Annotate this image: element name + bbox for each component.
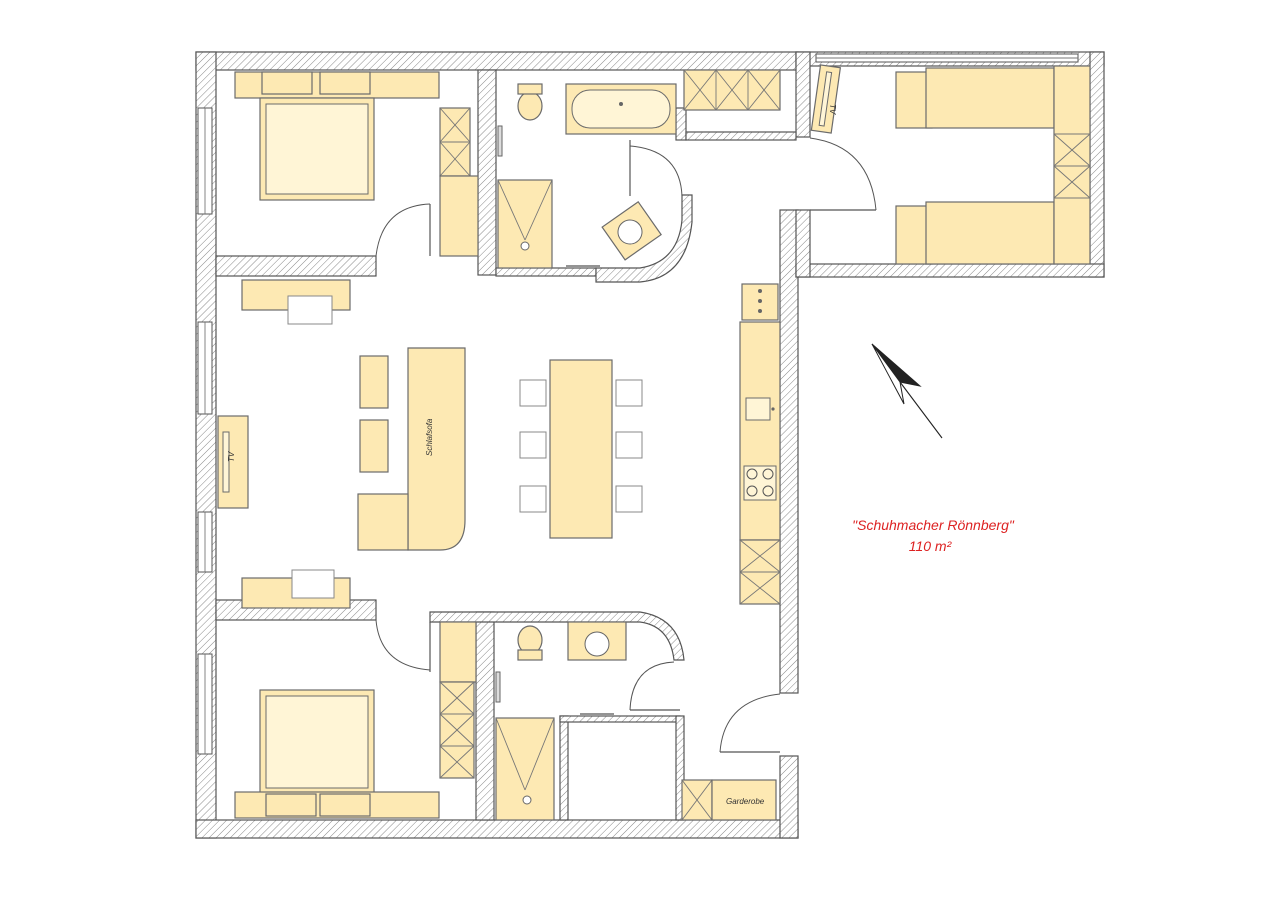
bathroom-top	[497, 83, 683, 269]
armchair	[359, 355, 389, 409]
pillow	[265, 793, 317, 817]
tv-label-bedroom: TV	[828, 104, 837, 115]
pillow	[319, 793, 371, 817]
shower	[497, 179, 553, 269]
single-bed	[925, 67, 1055, 129]
living-room: TV Schlafsofa	[217, 279, 643, 609]
chair	[615, 431, 643, 459]
toilet	[517, 91, 543, 121]
chair	[519, 485, 547, 513]
bathroom-bottom	[495, 621, 680, 821]
pillow	[261, 71, 313, 95]
entrance: Garderobe	[681, 693, 781, 821]
bedroom-right: TV	[809, 64, 1091, 265]
hall-cabinets	[683, 69, 781, 111]
exterior-walls	[195, 51, 1105, 839]
sofa-label: Schlafsofa	[425, 418, 434, 456]
sink	[601, 201, 662, 261]
wardrobe	[1053, 65, 1091, 265]
pillow	[319, 71, 371, 95]
armchair	[359, 419, 389, 473]
sofa-bed	[407, 347, 466, 551]
bedroom-bottom-left	[234, 619, 477, 819]
chair	[615, 485, 643, 513]
stove	[743, 465, 777, 501]
interior-walls	[215, 69, 797, 821]
shower	[495, 717, 555, 821]
windows	[197, 53, 1079, 755]
dining-table	[549, 359, 613, 539]
wardrobe-entrance	[711, 779, 777, 821]
kitchen	[739, 283, 781, 605]
wardrobe-label: Garderobe	[726, 797, 765, 806]
plan-area: 110 m²	[909, 538, 953, 554]
chair	[519, 431, 547, 459]
single-bed	[925, 201, 1055, 265]
tv-label-living: TV	[227, 451, 236, 462]
chair	[615, 379, 643, 407]
north-arrow-icon	[871, 343, 943, 439]
bedroom-top-left	[234, 71, 479, 257]
chair	[519, 379, 547, 407]
kitchen-sink	[745, 397, 771, 421]
kitchen-counter	[739, 321, 781, 541]
plan-title: "Schuhmacher Rönnberg"	[852, 517, 1015, 533]
